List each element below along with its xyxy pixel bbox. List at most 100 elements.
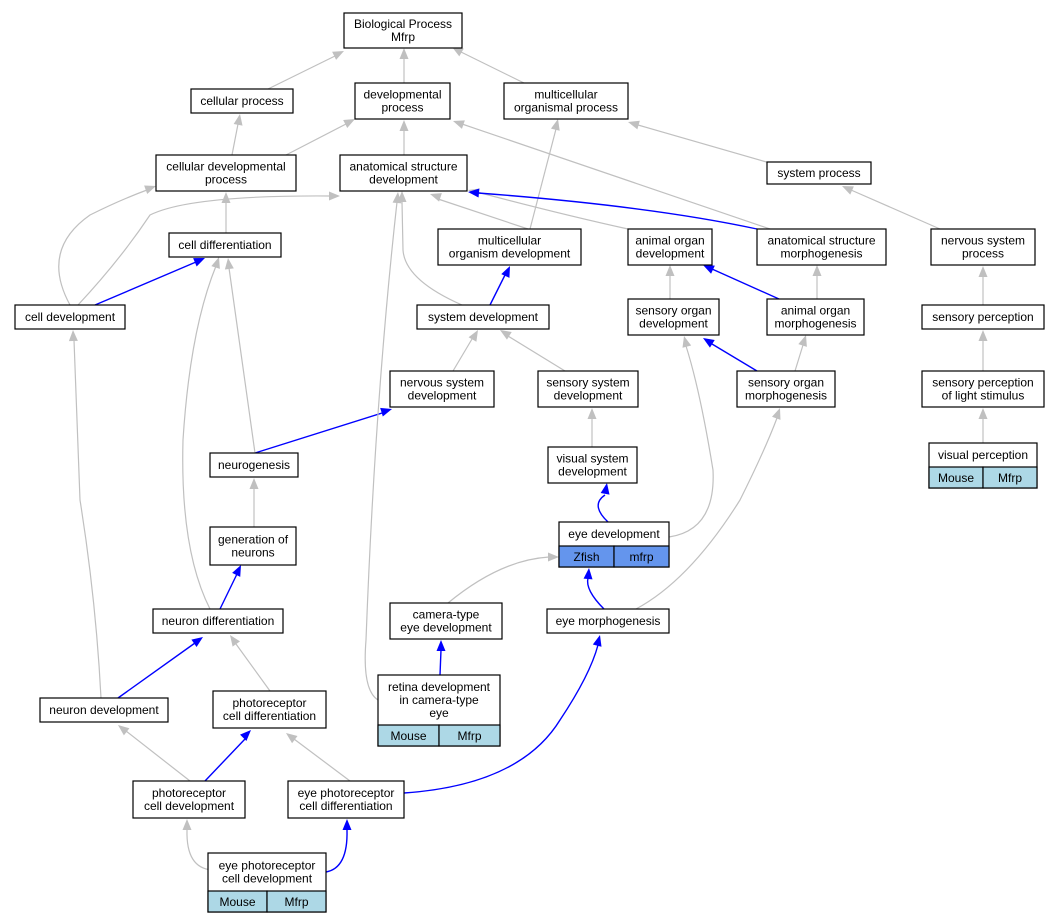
gene-cell <box>613 545 670 568</box>
node-label: photoreceptor <box>152 786 226 800</box>
node-box <box>152 608 284 634</box>
edge-arrowhead <box>430 193 442 202</box>
edge-arrowhead <box>342 819 352 830</box>
edge-gray <box>447 556 550 604</box>
edge-arrowhead <box>978 408 988 419</box>
go-node-system-process[interactable]: system process <box>766 161 872 185</box>
edge-gray <box>794 344 804 372</box>
node-label: eye development <box>568 527 660 541</box>
node-label: anatomical structure <box>349 160 457 174</box>
edge-gray <box>452 338 473 372</box>
edge-arrowhead <box>436 640 446 651</box>
edge-gray <box>73 339 102 699</box>
go-node-neuron-development[interactable]: neuron development <box>39 697 169 723</box>
go-node-eye-morphogenesis[interactable]: eye morphogenesis <box>546 608 670 634</box>
edge-gray <box>182 265 217 610</box>
node-label: morphogenesis <box>780 247 862 261</box>
node-box <box>503 82 629 120</box>
edge-arrowhead <box>682 336 692 348</box>
edge-arrowhead <box>240 730 251 741</box>
edge-arrowhead <box>665 265 675 276</box>
node-box <box>437 228 582 266</box>
node-box <box>389 602 503 640</box>
edge-blue <box>94 261 197 306</box>
node-label: sensory organ <box>635 304 711 318</box>
go-node-neurogenesis[interactable]: neurogenesis <box>209 452 299 478</box>
node-label: development <box>639 317 708 331</box>
node-box <box>736 370 836 408</box>
go-node-system-development[interactable]: system development <box>416 304 550 330</box>
go-node-cell-development[interactable]: cell development <box>14 304 126 330</box>
edge-gray <box>125 730 191 782</box>
go-node-cell-differentiation[interactable]: cell differentiation <box>168 232 282 258</box>
node-label: of light stimulus <box>942 389 1025 403</box>
gene-cell <box>982 466 1038 489</box>
edge-gray <box>461 123 771 230</box>
node-box <box>287 780 405 819</box>
edge-arrowhead <box>193 258 205 267</box>
edge-arrowhead <box>144 185 156 194</box>
node-box <box>627 298 720 336</box>
node-label: morphogenesis <box>774 317 856 331</box>
gene-cell <box>266 890 327 913</box>
node-label: process <box>205 173 247 187</box>
edge-blue <box>204 738 246 782</box>
node-label: animal organ <box>781 304 850 318</box>
edge-arrowhead <box>329 191 340 201</box>
node-label: eye development <box>400 621 492 635</box>
node-label: neurogenesis <box>218 458 290 472</box>
edge-arrowhead <box>703 338 715 348</box>
edge-gray <box>267 55 336 90</box>
node-label: sensory perception <box>932 310 1033 324</box>
go-node-cellular-process[interactable]: cellular process <box>190 88 294 114</box>
edge-arrowhead <box>468 188 480 198</box>
node-box <box>921 304 1045 330</box>
edge-blue <box>403 644 599 794</box>
go-node-neuron-differentiation[interactable]: neuron differentiation <box>152 608 284 634</box>
node-label: morphogenesis <box>745 389 827 403</box>
node-label: cell development <box>144 799 235 813</box>
species-label: Mouse <box>219 895 255 909</box>
edge-gray <box>635 417 778 610</box>
node-label: cell differentiation <box>178 238 271 252</box>
edge-arrowhead <box>978 266 988 277</box>
edge-arrowhead <box>550 119 560 131</box>
edge-gray <box>460 51 525 84</box>
node-label: anatomical structure <box>767 234 875 248</box>
go-node-sensory-perception[interactable]: sensory perception <box>921 304 1045 330</box>
edge-arrowhead <box>583 568 593 580</box>
node-label: nervous system <box>941 234 1025 248</box>
edge-arrowhead <box>233 114 243 126</box>
edge-arrowhead <box>592 635 602 647</box>
edge-arrowhead <box>182 819 192 830</box>
edge-arrowhead <box>343 119 355 129</box>
node-label: cell differentiation <box>299 799 392 813</box>
edge-arrowhead <box>332 51 344 60</box>
